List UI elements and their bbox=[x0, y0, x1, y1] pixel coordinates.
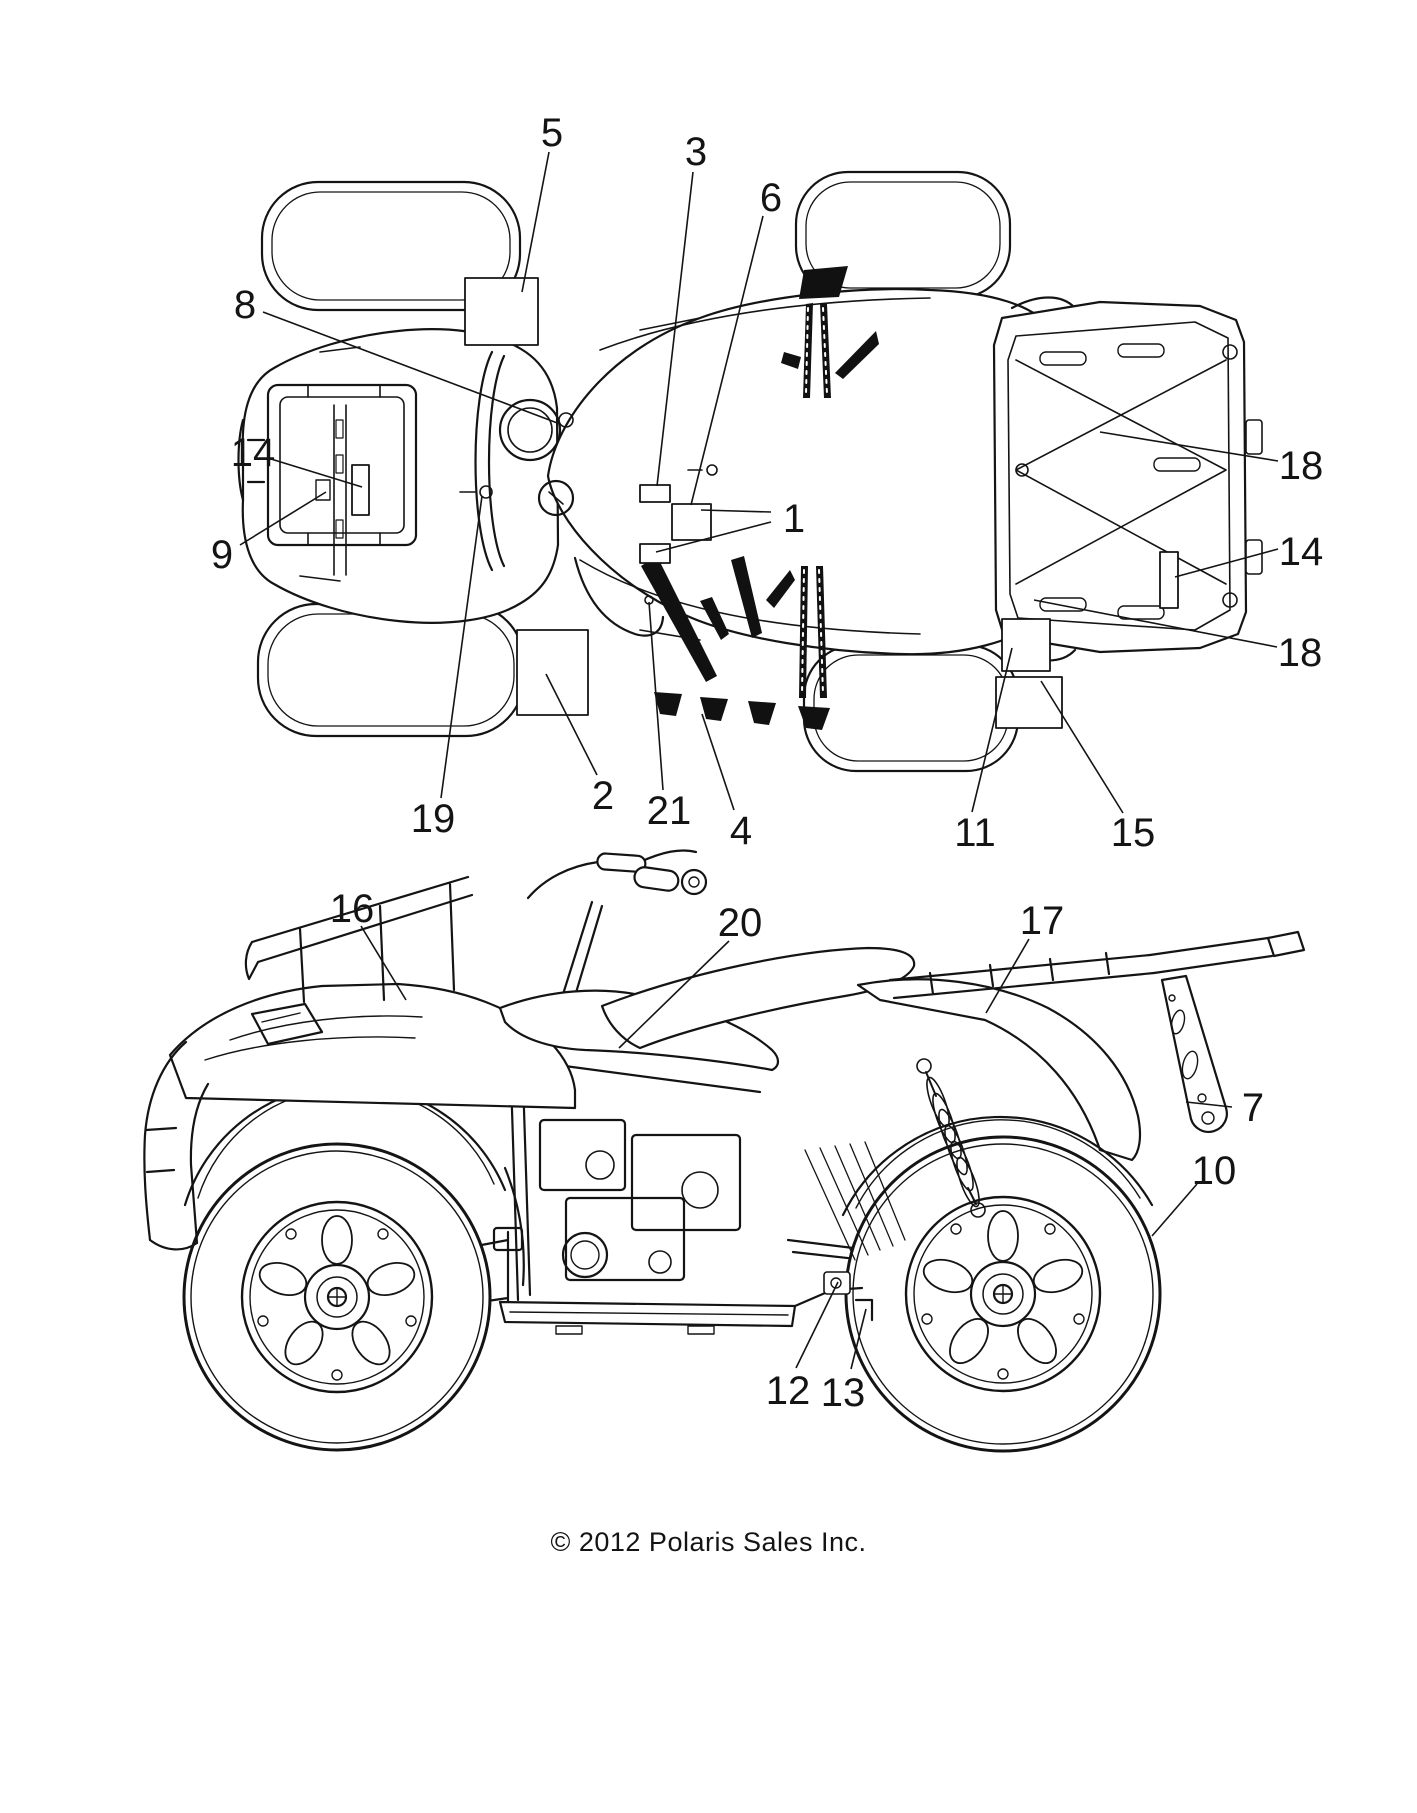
callout-leader-18 bbox=[1099, 431, 1279, 462]
callout-leader-5 bbox=[521, 151, 550, 293]
callout-leader-21 bbox=[648, 601, 664, 791]
decal-11-outline bbox=[1001, 618, 1051, 672]
callout-label-12: 12 bbox=[766, 1369, 811, 1413]
callout-label-11: 11 bbox=[954, 811, 996, 855]
callout-leader-13 bbox=[850, 1308, 867, 1370]
callout-label-14: 14 bbox=[1279, 530, 1324, 574]
front-body bbox=[143, 875, 577, 1287]
callout-leader-14 bbox=[270, 458, 363, 488]
callout-leader-15 bbox=[1040, 680, 1124, 814]
callout-label-14: 14 bbox=[231, 431, 276, 475]
decal-2-outline bbox=[516, 629, 589, 716]
callout-label-8: 8 bbox=[234, 283, 256, 327]
callout-leader-11 bbox=[971, 647, 1013, 813]
callout-leader-1 bbox=[700, 509, 772, 513]
rear-wheel bbox=[844, 1135, 1162, 1453]
callout-leader-3 bbox=[656, 171, 694, 487]
decal-5-outline bbox=[464, 277, 539, 346]
side-view-drawing bbox=[143, 849, 1306, 1453]
callout-leader-18 bbox=[1033, 599, 1278, 648]
callout-leader-1 bbox=[655, 521, 772, 553]
callout-leader-17 bbox=[985, 938, 1030, 1014]
callout-leader-4 bbox=[701, 713, 735, 811]
callout-leader-6 bbox=[690, 215, 764, 506]
side-panel-graphics bbox=[641, 556, 830, 730]
top-view-drawing bbox=[237, 170, 1263, 773]
callout-label-5: 5 bbox=[541, 111, 563, 155]
callout-leader-7 bbox=[1185, 1101, 1233, 1108]
callout-label-18: 18 bbox=[1279, 444, 1324, 488]
decal-3-outline bbox=[639, 484, 671, 503]
top-view-tires bbox=[256, 170, 1020, 773]
callout-leader-9 bbox=[239, 491, 327, 546]
top-view-front-body bbox=[241, 328, 560, 624]
decal-14-left-outline bbox=[351, 464, 370, 516]
callout-label-16: 16 bbox=[330, 887, 375, 931]
callout-label-3: 3 bbox=[685, 130, 707, 174]
callout-label-13: 13 bbox=[821, 1371, 866, 1415]
callout-label-18: 18 bbox=[1278, 631, 1323, 675]
callout-label-20: 20 bbox=[718, 901, 763, 945]
rack-support-strut bbox=[1160, 974, 1228, 1133]
callout-label-9: 9 bbox=[211, 533, 233, 577]
callout-label-21: 21 bbox=[647, 789, 692, 833]
callout-leader-10 bbox=[1151, 1183, 1198, 1237]
callout-leader-16 bbox=[360, 925, 407, 1001]
tank-graphics bbox=[781, 266, 879, 398]
callout-label-4: 4 bbox=[730, 809, 752, 853]
callout-leader-2 bbox=[545, 673, 598, 776]
callout-label-10: 10 bbox=[1192, 1149, 1237, 1193]
cockpit-details bbox=[474, 350, 665, 637]
callout-label-15: 15 bbox=[1111, 811, 1156, 855]
rear-shock bbox=[916, 1058, 986, 1218]
copyright-text: © 2012 Polaris Sales Inc. bbox=[550, 1527, 867, 1557]
rear-body bbox=[804, 930, 1306, 1261]
callout-leader-14 bbox=[1174, 548, 1279, 578]
callout-label-19: 19 bbox=[411, 797, 456, 841]
callout-label-2: 2 bbox=[592, 774, 614, 818]
callout-label-1: 1 bbox=[783, 497, 805, 541]
callout-leader-8 bbox=[262, 311, 561, 425]
front-rack bbox=[237, 383, 418, 576]
decal-15-outline bbox=[995, 676, 1063, 729]
front-wheel bbox=[182, 1142, 492, 1452]
seat bbox=[600, 946, 916, 1050]
callout-label-17: 17 bbox=[1020, 899, 1065, 943]
callout-leader-12 bbox=[795, 1281, 839, 1369]
rear-rack bbox=[992, 296, 1263, 662]
decal-1-outline bbox=[639, 543, 671, 564]
callout-leader-19 bbox=[440, 495, 483, 799]
body-seams bbox=[299, 297, 931, 641]
callout-leader-20 bbox=[618, 940, 730, 1049]
decal-14-right-outline bbox=[1159, 551, 1179, 609]
callout-label-7: 7 bbox=[1242, 1086, 1264, 1130]
floorboard bbox=[498, 1271, 874, 1335]
callout-label-6: 6 bbox=[760, 176, 782, 220]
